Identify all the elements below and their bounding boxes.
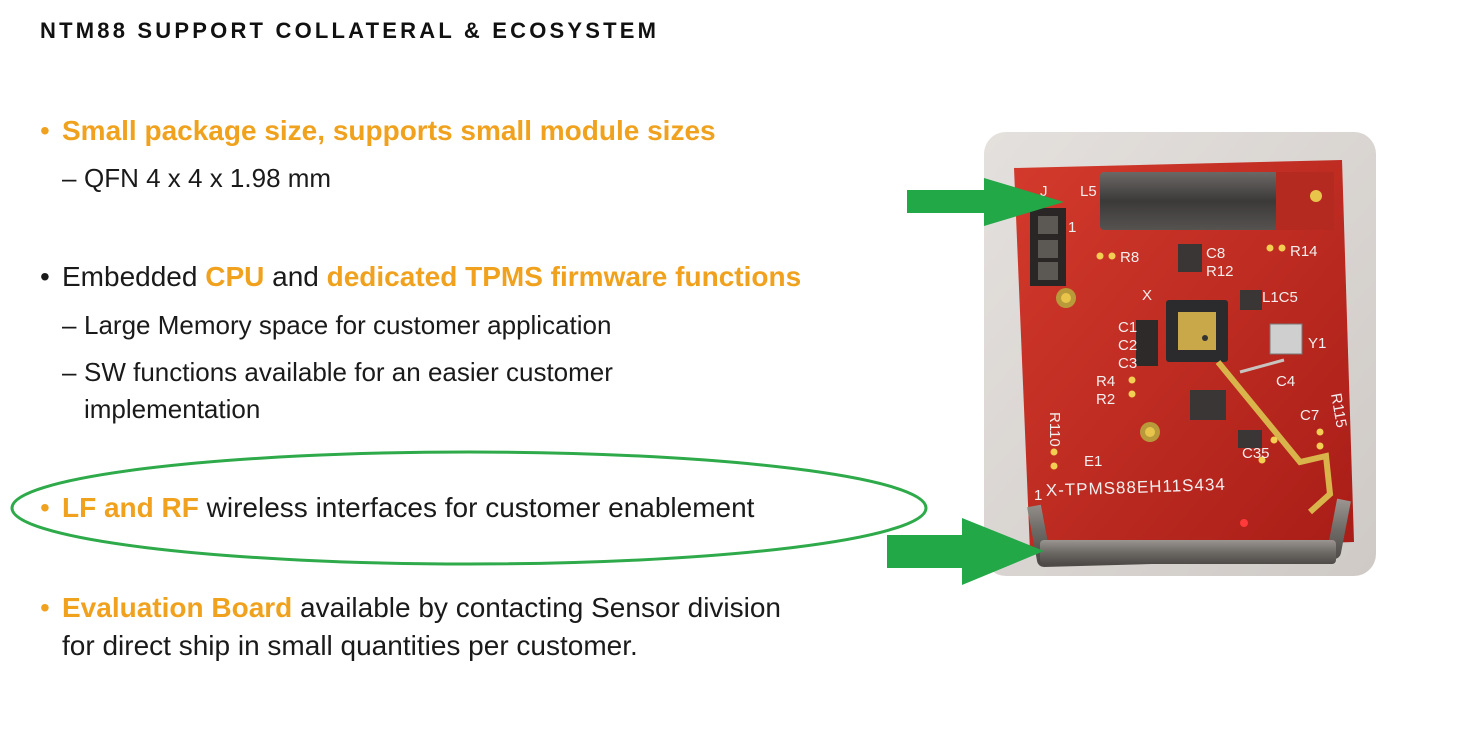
sub-bullet-text-line1: SW functions available for an easier cus… bbox=[84, 357, 613, 387]
label-j: J bbox=[1040, 183, 1048, 200]
label-c35: C35 bbox=[1242, 445, 1270, 462]
label-c4: C4 bbox=[1276, 373, 1295, 390]
label-1b: 1 bbox=[1034, 487, 1042, 504]
label-y1: Y1 bbox=[1308, 335, 1326, 352]
pad-area bbox=[1276, 172, 1334, 230]
chip-sensor-window bbox=[1178, 312, 1216, 350]
text-segment: available by contacting Sensor division bbox=[292, 592, 781, 623]
label-c8: C8 bbox=[1206, 245, 1225, 262]
label-r12: R12 bbox=[1206, 263, 1234, 280]
label-r14: R14 bbox=[1290, 243, 1318, 260]
label-c3: C3 bbox=[1118, 355, 1137, 372]
label-x: X bbox=[1142, 287, 1152, 304]
dash-marker: – bbox=[62, 310, 77, 340]
chip-dot bbox=[1202, 335, 1208, 341]
component-c1-c3 bbox=[1136, 320, 1158, 366]
sub-bullet-text: Large Memory space for customer applicat… bbox=[84, 310, 612, 340]
sub-bullet-text: QFN 4 x 4 x 1.98 mm bbox=[84, 163, 332, 193]
bullet-marker: • bbox=[40, 261, 50, 292]
connector-pin bbox=[1038, 262, 1058, 280]
label-1a: 1 bbox=[1068, 219, 1076, 236]
crystal-y1 bbox=[1269, 323, 1303, 355]
bullet-text: Embedded CPU and dedicated TPMS firmware… bbox=[62, 258, 801, 295]
dash-marker: – bbox=[62, 163, 77, 193]
component-c35 bbox=[1238, 430, 1262, 448]
antenna-trace bbox=[1215, 360, 1334, 515]
connector-pin bbox=[1038, 216, 1058, 234]
label-c7: C7 bbox=[1300, 407, 1319, 424]
bullet-text: Evaluation Board available by contacting… bbox=[62, 589, 781, 626]
mount-pad-center bbox=[1145, 427, 1155, 437]
component-c3-group bbox=[1190, 390, 1226, 420]
label-c1: C1 bbox=[1118, 319, 1137, 336]
via-dots bbox=[1050, 244, 1324, 470]
label-r115: R115 bbox=[1327, 392, 1350, 429]
highlight-eval-board: Evaluation Board bbox=[62, 592, 293, 623]
label-r2: R2 bbox=[1096, 391, 1115, 408]
led-indicator bbox=[1240, 519, 1248, 527]
highlight-firmware: dedicated TPMS firmware functions bbox=[326, 261, 802, 292]
sub-bullet-text-line2: implementation bbox=[84, 394, 261, 424]
rf-antenna-bar bbox=[1040, 540, 1336, 564]
lf-coil-component bbox=[1100, 172, 1278, 230]
label-r110: R110 bbox=[1046, 412, 1063, 447]
label-l5: L5 bbox=[1080, 183, 1097, 200]
label-l1c5: L1C5 bbox=[1262, 289, 1298, 306]
page-title: NTM88 SUPPORT COLLATERAL & ECOSYSTEM bbox=[40, 18, 660, 43]
mount-pad-center bbox=[1061, 293, 1071, 303]
label-e1: E1 bbox=[1084, 453, 1102, 470]
component-l1 bbox=[1240, 290, 1262, 310]
bullet-text-line2: for direct ship in small quantities per … bbox=[62, 630, 638, 661]
label-c2: C2 bbox=[1118, 337, 1137, 354]
bullet-marker: • bbox=[40, 592, 50, 623]
via-pad bbox=[1310, 190, 1322, 202]
connector-pin bbox=[1038, 240, 1058, 258]
highlight-cpu: CPU bbox=[205, 261, 265, 292]
trace-wire bbox=[1239, 358, 1285, 374]
bullet-text: Small package size, supports small modul… bbox=[62, 115, 716, 146]
text-segment: and bbox=[264, 261, 327, 292]
dash-marker: – bbox=[62, 357, 77, 387]
component-c8 bbox=[1178, 244, 1202, 272]
label-r8: R8 bbox=[1120, 249, 1139, 266]
label-r4: R4 bbox=[1096, 373, 1115, 390]
bullet-marker: • bbox=[40, 115, 50, 146]
text-segment: Embedded bbox=[62, 261, 206, 292]
